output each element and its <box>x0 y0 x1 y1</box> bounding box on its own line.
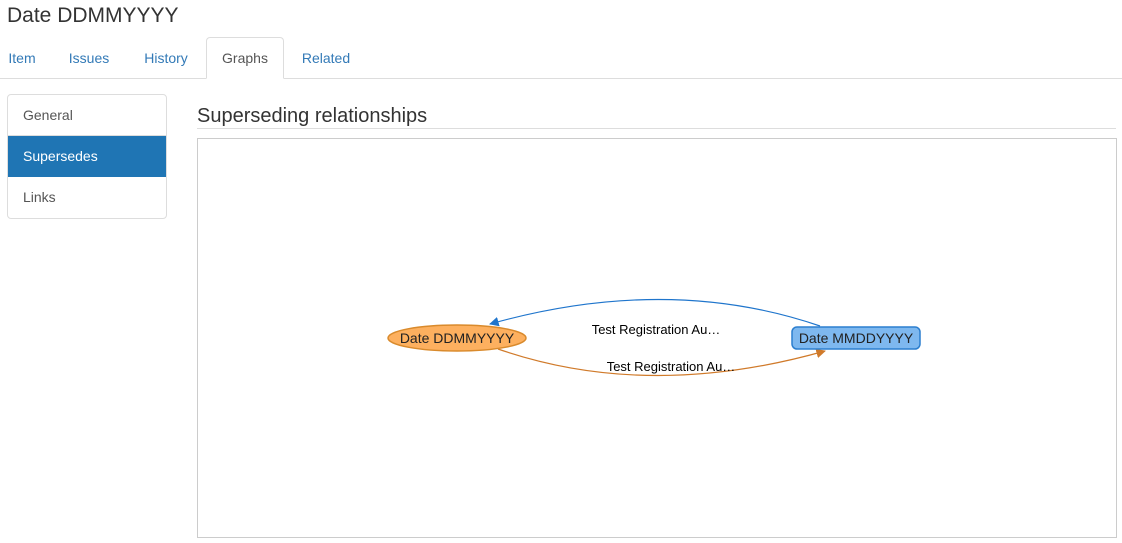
graph-node-label: Date MMDDYYYY <box>799 330 914 346</box>
graph-node-shape <box>791 326 921 350</box>
section-title: Superseding relationships <box>197 102 1116 129</box>
graph-node-date-ddmmyyyy[interactable]: Date DDMMYYYY <box>387 324 527 352</box>
tab-graphs[interactable]: Graphs <box>206 37 284 79</box>
tab-issues[interactable]: Issues <box>68 50 110 66</box>
tab-history[interactable]: History <box>144 50 188 66</box>
tab-bar: Item Issues History Graphs Related <box>0 37 1122 79</box>
tab-related[interactable]: Related <box>301 50 351 66</box>
graph-node-shape <box>387 324 527 352</box>
graph-edge-supersedes-1[interactable] <box>489 298 821 327</box>
sidenav-item-general[interactable]: General <box>8 95 166 136</box>
graph-edge-label-1: Test Registration Au… <box>592 322 721 337</box>
page-title: Date DDMMYYYY <box>7 4 179 27</box>
graph-edge-label-2: Test Registration Au… <box>607 359 736 374</box>
sidenav-item-links[interactable]: Links <box>23 189 56 205</box>
graph-type-nav: General Supersedes Links <box>7 94 167 219</box>
graph-edge-supersedes-2[interactable] <box>497 348 826 377</box>
graph-node-label: Date DDMMYYYY <box>400 330 515 346</box>
tab-item[interactable]: Item <box>8 50 36 66</box>
graph-node-date-mmddyyyy[interactable]: Date MMDDYYYY <box>791 326 921 350</box>
graph-svg: Test Registration Au… Test Registration … <box>387 298 921 377</box>
sidenav-item-supersedes[interactable]: Supersedes <box>8 136 166 177</box>
graph-canvas[interactable]: Test Registration Au… Test Registration … <box>197 138 1117 538</box>
